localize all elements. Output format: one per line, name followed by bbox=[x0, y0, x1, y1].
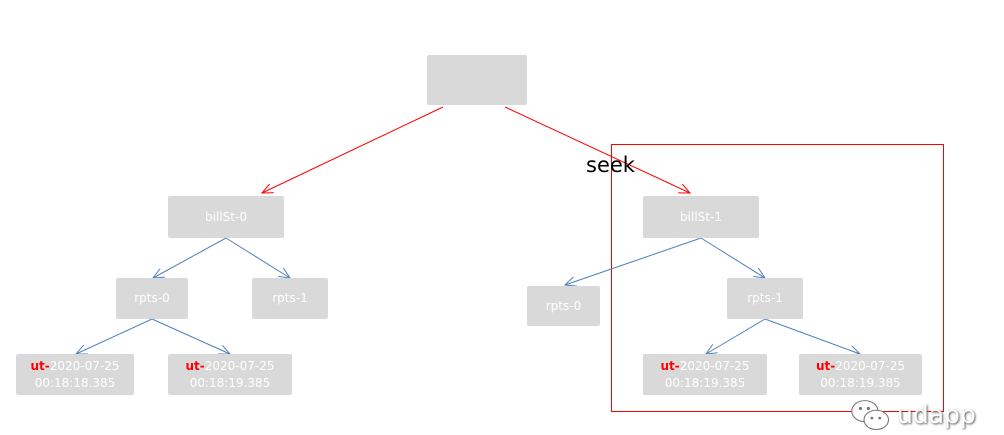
arrow bbox=[151, 318, 230, 354]
arrow bbox=[76, 318, 153, 354]
root-node bbox=[427, 55, 527, 105]
arrow bbox=[706, 318, 766, 354]
arrow bbox=[700, 237, 765, 278]
leaf-node: ut-2020-07-25 00:18:19.385 bbox=[643, 354, 767, 395]
seek-label: seek bbox=[586, 153, 635, 177]
node-rpts-0-right: rpts-0 bbox=[527, 286, 600, 326]
arrow bbox=[225, 237, 290, 278]
arrow-root-billst1 bbox=[504, 106, 690, 193]
leaf-node: ut-2020-07-25 00:18:19.385 bbox=[799, 354, 922, 395]
leaf-node: ut-2020-07-25 00:18:19.385 bbox=[168, 354, 292, 395]
node-billst-0: billSt-0 bbox=[168, 196, 284, 238]
seek-highlight-box bbox=[611, 144, 944, 412]
arrow bbox=[565, 237, 702, 285]
arrow-root-billst0 bbox=[262, 106, 444, 193]
arrow bbox=[764, 318, 860, 354]
watermark: udapp bbox=[850, 397, 976, 433]
wechat-icon bbox=[851, 399, 890, 430]
node-rpts-0-left: rpts-0 bbox=[116, 278, 188, 319]
leaf-node: ut-2020-07-25 00:18:18.385 bbox=[16, 354, 134, 395]
node-rpts-1-left: rpts-1 bbox=[252, 278, 328, 319]
node-billst-1: billSt-1 bbox=[643, 196, 759, 238]
node-rpts-1-right: rpts-1 bbox=[727, 278, 803, 319]
arrow bbox=[153, 237, 227, 278]
